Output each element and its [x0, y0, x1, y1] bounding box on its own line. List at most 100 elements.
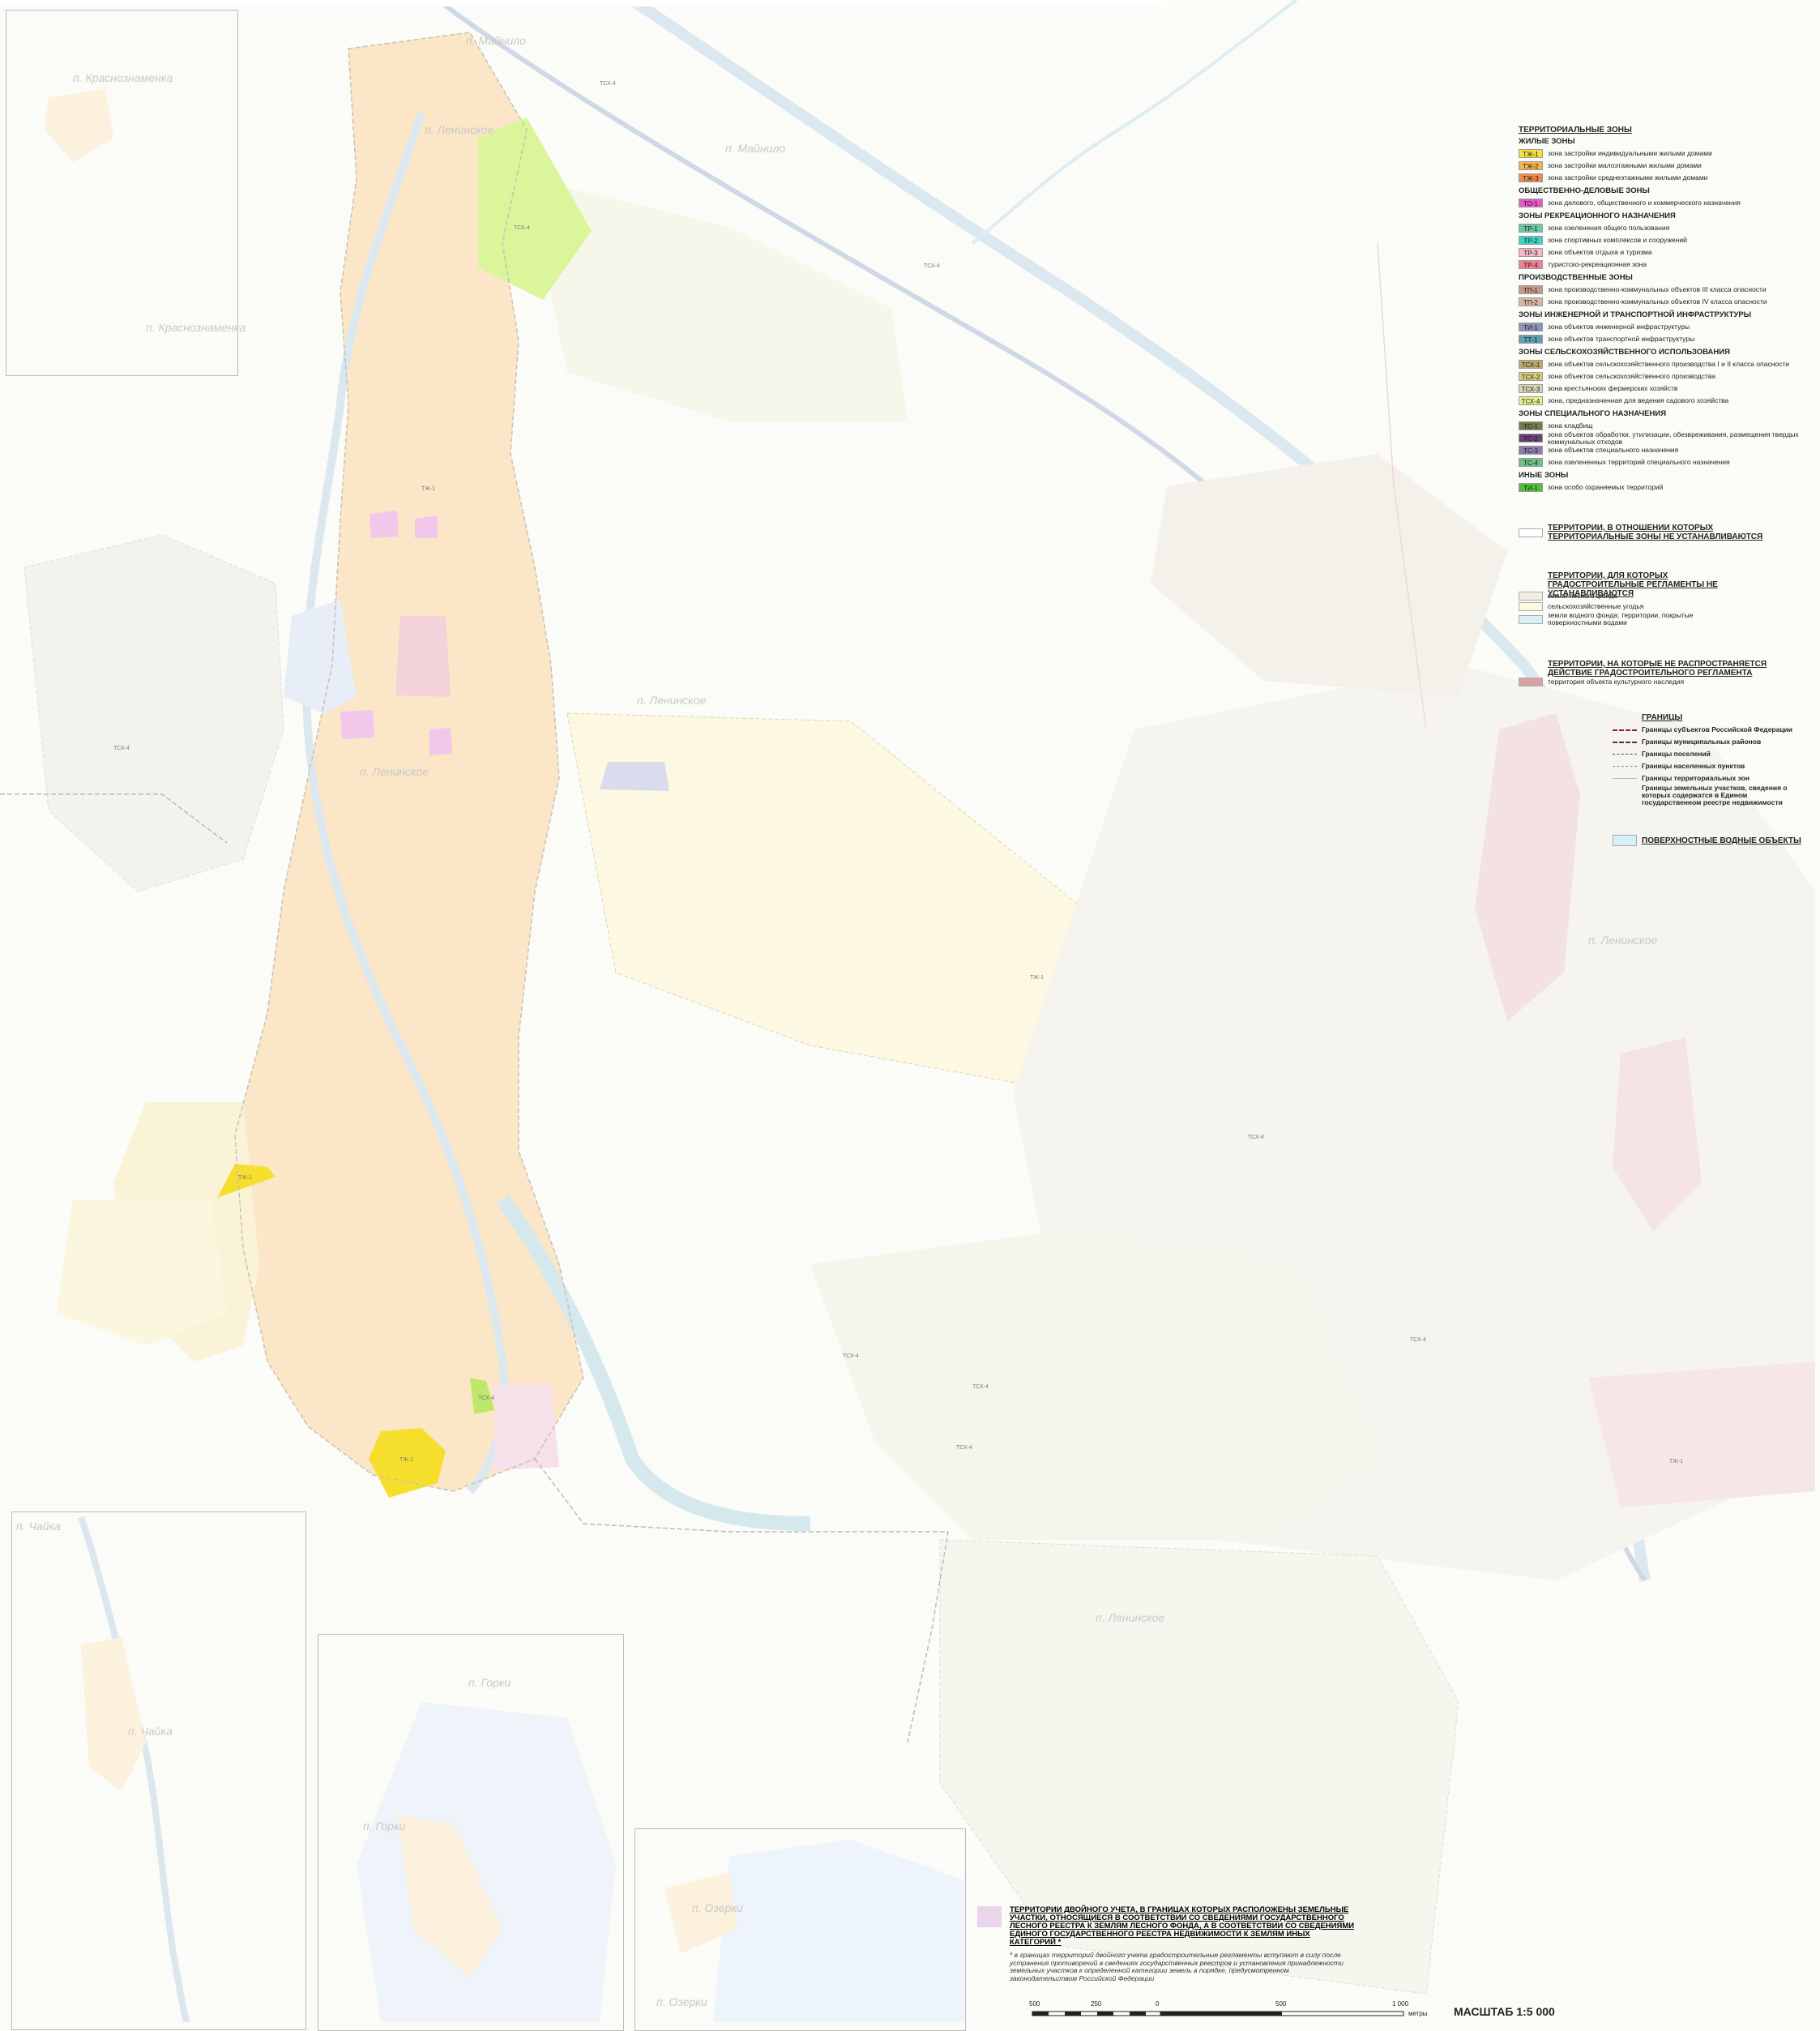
legend-row: сельскохозяйственные угодья	[1519, 601, 1810, 612]
place-label: п. Чайка	[128, 1725, 173, 1738]
zone-code-label: ТСХ-4	[514, 225, 530, 231]
place-label: п. Краснознаменка	[146, 321, 246, 334]
dual-heading: ТЕРРИТОРИИ ДВОЙНОГО УЧЕТА, В ГРАНИЦАХ КО…	[1010, 1905, 1355, 1947]
legend-swatch: ТЖ-1	[1519, 149, 1543, 158]
legend-text: Границы муниципальных районов	[1642, 738, 1762, 746]
zone-code-label: ТСХ-4	[478, 1396, 494, 1401]
zone-code-label: ТЖ-1	[238, 1175, 253, 1181]
zone-to1-b	[415, 515, 438, 538]
southeast-field	[939, 1539, 1459, 1995]
legend-swatch: ТИ-1	[1519, 483, 1543, 492]
lake	[284, 600, 357, 713]
legend-swatch: ТСХ-4	[1519, 396, 1543, 405]
inset-river-chaika	[78, 1516, 190, 2022]
east-boundary	[1377, 242, 1427, 730]
scale-bar: 500 250 0 500 1 000 метры МАСШТАБ 1:5 00…	[1029, 2000, 1564, 2021]
legend-heading: ТЕРРИТОРИИ, ДЛЯ КОТОРЫХ ГРАДОСТРОИТЕЛЬНЫ…	[1548, 571, 1718, 598]
legend-heading: ГРАНИЦЫ	[1642, 713, 1683, 722]
scale-bar-graphic	[1032, 2011, 1404, 2016]
boundary-line-icon	[1613, 729, 1637, 731]
scale-tick-label: 500	[1029, 2000, 1040, 2007]
zone-code-label: ТЖ-1	[1030, 975, 1045, 981]
water-legend: ПОВЕРХНОСТНЫЕ ВОДНЫЕ ОБЪЕКТЫ	[1613, 835, 1815, 846]
legend-text: зона озеленения общего пользования	[1548, 224, 1670, 232]
map-title	[0, 0, 1167, 6]
place-label: п. Горки	[363, 1819, 406, 1832]
zone-code-label: ТСХ-4	[113, 746, 130, 751]
legend-swatch: ТСХ-2	[1519, 372, 1543, 381]
river-secondary	[971, 0, 1298, 245]
legend-text: территория объекта культурного наследия	[1548, 678, 1685, 686]
south-field	[810, 1232, 1378, 1540]
scale-title: МАСШТАБ 1:5 000	[1454, 2005, 1555, 2018]
legend-text: зона застройки среднеэтажными жилыми дом…	[1548, 173, 1708, 182]
legend-text: зона объектов транспортной инфраструктур…	[1548, 335, 1695, 343]
boundary-line-icon	[1613, 766, 1637, 767]
legend-row: Границы субъектов Российской Федерации	[1613, 724, 1815, 736]
legend-row: Границы поселений	[1613, 748, 1815, 760]
river-branch	[496, 1195, 811, 1531]
place-label: п. Ленинское	[425, 123, 494, 136]
boundary-line-icon	[1613, 741, 1637, 743]
zone-ti-east	[600, 762, 669, 791]
legend-swatch: ТС-1	[1519, 421, 1543, 430]
settlement-boundary	[234, 32, 584, 1492]
legend-row: ТР-4 туристско-рекреационная зона	[1519, 259, 1810, 271]
legend-text: зона производственно-коммунальных объект…	[1548, 285, 1767, 293]
inset-settlement-chaika	[81, 1637, 146, 1791]
zone-tzh1-south	[369, 1428, 446, 1498]
legend-text: сельскохозяйственные угодья	[1548, 602, 1644, 610]
zone-code-label: ТСХ-4	[843, 1353, 859, 1359]
legend-heading: ТЕРРИТОРИИ, НА КОТОРЫЕ НЕ РАСПРОСТРАНЯЕТ…	[1548, 660, 1767, 678]
zone-code-label: ТЖ-1	[421, 486, 436, 492]
no-regulations-items: земли лесного фонда сельскохозяйственные…	[1519, 591, 1810, 626]
inset-settlement-ozerki	[664, 1872, 737, 1953]
legend-swatch: ТС-3	[1519, 446, 1543, 455]
legend-row: Границы территориальных зон	[1613, 772, 1815, 785]
legend-swatch: ТР-4	[1519, 260, 1543, 269]
place-label: п. Майнило	[725, 142, 786, 155]
boundary-line-icon	[1613, 778, 1637, 779]
legend-text: зона застройки индивидуальными жилыми до…	[1548, 149, 1712, 157]
legend-text: Границы населенных пунктов	[1642, 762, 1745, 770]
legend-text: туристско-рекреационная зона	[1548, 260, 1647, 268]
legend-text: зона объектов специального назначения	[1548, 446, 1679, 454]
zone-tsx4-south	[470, 1378, 494, 1414]
zone-industrial-south	[494, 1384, 559, 1470]
scale-tick-label: 0	[1156, 2000, 1160, 2007]
boundary-line-icon	[1613, 754, 1637, 755]
legend-row: Границы муниципальных районов	[1613, 736, 1815, 748]
legend-text: зона объектов сельскохозяйственного прои…	[1548, 372, 1716, 380]
legend-swatch	[1519, 528, 1543, 537]
legend-heading: ТЕРРИТОРИИ, В ОТНОШЕНИИ КОТОРЫХ ТЕРРИТОР…	[1548, 524, 1763, 541]
legend-swatch: ТР-2	[1519, 236, 1543, 245]
legend-text: Границы земельных участков, сведения о к…	[1642, 784, 1788, 806]
zone-code-label: ТСХ-4	[972, 1384, 989, 1390]
place-label: п. Ленинское	[637, 694, 707, 707]
municipal-boundary	[0, 793, 949, 1743]
settlement-area	[235, 32, 583, 1491]
legend-row: ТСХ-2 зона объектов сельскохозяйственного…	[1519, 370, 1810, 383]
legend-group-title: ЗОНЫ СПЕЦИАЛЬНОГО НАЗНАЧЕНИЯ	[1519, 409, 1667, 418]
legend-text: зона производственно-коммунальных объект…	[1548, 297, 1767, 306]
scale-unit: метры	[1408, 2010, 1428, 2017]
legend-text: зона объектов обработки, утилизации, обе…	[1548, 430, 1799, 446]
legend-text: зона кладбищ	[1548, 421, 1593, 430]
legend-text: Границы поселений	[1642, 750, 1711, 758]
legend-swatch: ТИ-1	[1519, 323, 1543, 331]
legend-text: зона делового, общественного и коммерчес…	[1548, 199, 1741, 207]
zone-code-label: ТСХ-4	[924, 263, 940, 269]
place-label: п. Ленинское	[1588, 934, 1658, 947]
zone-tzh1-west	[217, 1164, 276, 1198]
